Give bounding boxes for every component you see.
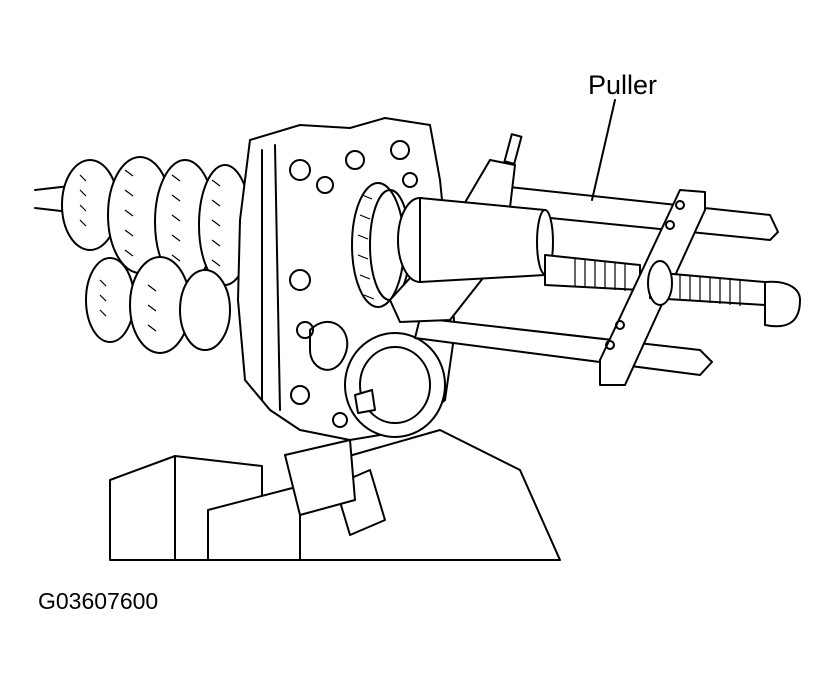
puller-tool xyxy=(389,133,801,386)
figure-code: G03607600 xyxy=(38,588,159,614)
puller-callout-label: Puller xyxy=(588,70,658,100)
gear-cluster xyxy=(61,156,252,354)
vise-blocks xyxy=(109,429,561,561)
callout-leader xyxy=(591,99,616,201)
